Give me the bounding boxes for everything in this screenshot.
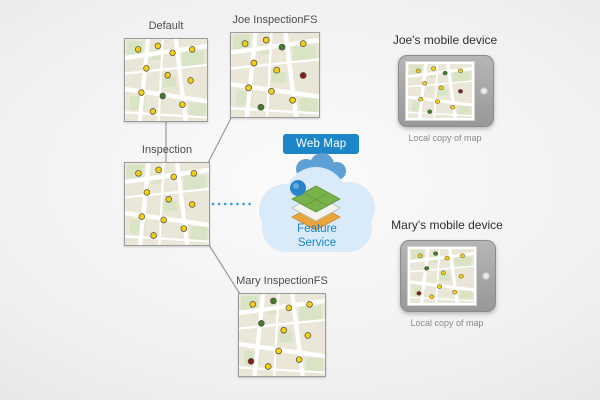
feature-service-cloud — [248, 152, 384, 256]
tablet-joe — [398, 55, 494, 127]
feature-service-label: Feature Service — [297, 223, 337, 250]
cloud-icon — [259, 153, 375, 252]
line-inspection-joe — [207, 117, 232, 164]
web-map-badge: Web Map — [283, 134, 360, 154]
gis-layers-icon — [290, 180, 341, 231]
map-thumbnail-joe-device — [408, 64, 472, 118]
device-title-joe: Joe's mobile device — [392, 33, 498, 47]
home-button-icon — [482, 272, 490, 280]
map-thumbnail-mary-inspectionfs — [238, 293, 326, 377]
home-button-icon — [480, 87, 488, 95]
map-thumbnail-default — [124, 38, 208, 122]
tablet-screen-mary — [407, 246, 477, 306]
version-label-mary-inspectionfs: Mary InspectionFS — [236, 275, 328, 287]
tablet-screen-joe — [405, 61, 475, 121]
tablet-mary — [400, 240, 496, 312]
version-label-default: Default — [148, 20, 184, 32]
map-thumbnail-joe-inspectionfs — [230, 32, 320, 118]
device-caption-mary: Local copy of map — [410, 318, 484, 328]
version-label-joe-inspectionfs: Joe InspectionFS — [232, 14, 318, 26]
line-inspection-mary — [208, 244, 241, 295]
device-title-mary: Mary's mobile device — [391, 218, 503, 232]
version-label-inspection: Inspection — [141, 144, 193, 156]
device-caption-joe: Local copy of map — [408, 133, 482, 143]
map-thumbnail-inspection — [124, 162, 210, 246]
map-thumbnail-mary-device — [410, 249, 474, 303]
